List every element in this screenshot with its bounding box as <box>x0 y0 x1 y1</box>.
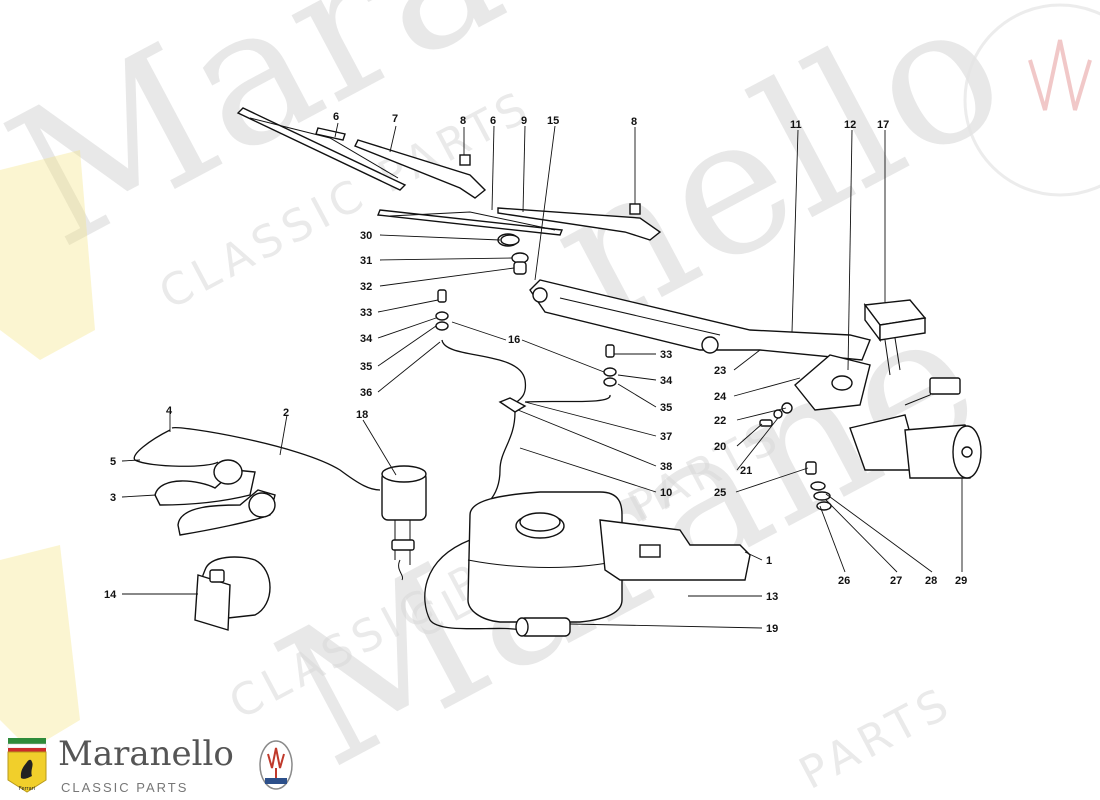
maserati-seal-watermark <box>963 3 1100 197</box>
wiper-arm-left <box>354 139 487 199</box>
washer-pump <box>515 617 571 637</box>
callout-label: 24 <box>714 391 727 403</box>
callout-label: 14 <box>104 589 117 601</box>
callout-label: 8 <box>460 115 466 127</box>
horn-compressor <box>194 556 271 631</box>
reservoir-bracket <box>599 519 751 581</box>
callout-label: 10 <box>660 487 672 499</box>
ferrari-shield-watermark <box>0 150 95 360</box>
callout-label: 37 <box>660 431 672 443</box>
callout-label: 35 <box>660 402 672 414</box>
ferrari-shield-logo: Ferrari <box>7 738 47 793</box>
callout-label: 32 <box>360 281 372 293</box>
wiper-blade-right <box>377 209 563 236</box>
callout-label: 34 <box>660 375 673 387</box>
callout-label: 11 <box>790 119 802 131</box>
callout-label: 36 <box>360 387 372 399</box>
washer-hoses <box>424 339 611 631</box>
callout-label: 19 <box>766 623 778 635</box>
callout-label: 30 <box>360 230 372 242</box>
callout-label: 28 <box>925 575 937 587</box>
ferrari-shield-watermark <box>0 545 80 750</box>
wiper-linkage <box>529 279 871 361</box>
callout-label: 4 <box>166 405 173 417</box>
callout-label: 29 <box>955 575 967 587</box>
relay-box <box>863 299 927 376</box>
maserati-trident-watermark <box>1028 39 1092 111</box>
callout-label: 15 <box>547 115 559 127</box>
callout-label: 26 <box>838 575 850 587</box>
callout-label: 27 <box>890 575 902 587</box>
wiper-motor <box>849 377 982 479</box>
callout-label: 25 <box>714 487 726 499</box>
callout-label: 35 <box>360 361 372 373</box>
callout-label: 21 <box>740 465 752 477</box>
callout-label: 33 <box>360 307 372 319</box>
callout-label: 20 <box>714 441 726 453</box>
callout-label: 5 <box>110 456 116 468</box>
callout-label: 3 <box>110 492 116 504</box>
watermark-word: PARTS <box>791 677 962 800</box>
callout-label: 9 <box>521 115 527 127</box>
callout-label: 18 <box>356 409 368 421</box>
callout-label: 1 <box>766 555 772 567</box>
washer-reservoir <box>467 491 623 623</box>
ferrari-badge-text: Ferrari <box>19 786 35 792</box>
callout-label: 17 <box>877 119 889 131</box>
brand-subtitle: CLASSIC PARTS <box>61 780 189 795</box>
leader-lines <box>121 122 963 629</box>
callout-label: 33 <box>660 349 672 361</box>
callout-label: 31 <box>360 255 372 267</box>
callout-label: 6 <box>490 115 496 127</box>
callout-label: 22 <box>714 415 726 427</box>
callout-label: 8 <box>631 116 637 128</box>
maserati-logo <box>259 740 293 790</box>
spindle-washers <box>500 234 529 275</box>
motor-bracket <box>794 354 871 411</box>
callout-label: 34 <box>360 333 373 345</box>
motor-fasteners <box>759 402 832 511</box>
callout-label: 12 <box>844 119 856 131</box>
callout-label: 7 <box>392 113 398 125</box>
callout-label: 6 <box>333 111 339 123</box>
callout-label: 13 <box>766 591 778 603</box>
brand-name: Maranello <box>58 734 234 774</box>
callout-labels: 6 7 8 6 9 15 8 11 12 17 30 31 32 33 34 3… <box>104 111 967 635</box>
callout-label: 16 <box>508 334 520 346</box>
washer-jets <box>435 289 617 387</box>
callout-label: 38 <box>660 461 672 473</box>
horn-pair <box>133 427 381 536</box>
callout-label: 23 <box>714 365 726 377</box>
callout-label: 2 <box>283 407 289 419</box>
